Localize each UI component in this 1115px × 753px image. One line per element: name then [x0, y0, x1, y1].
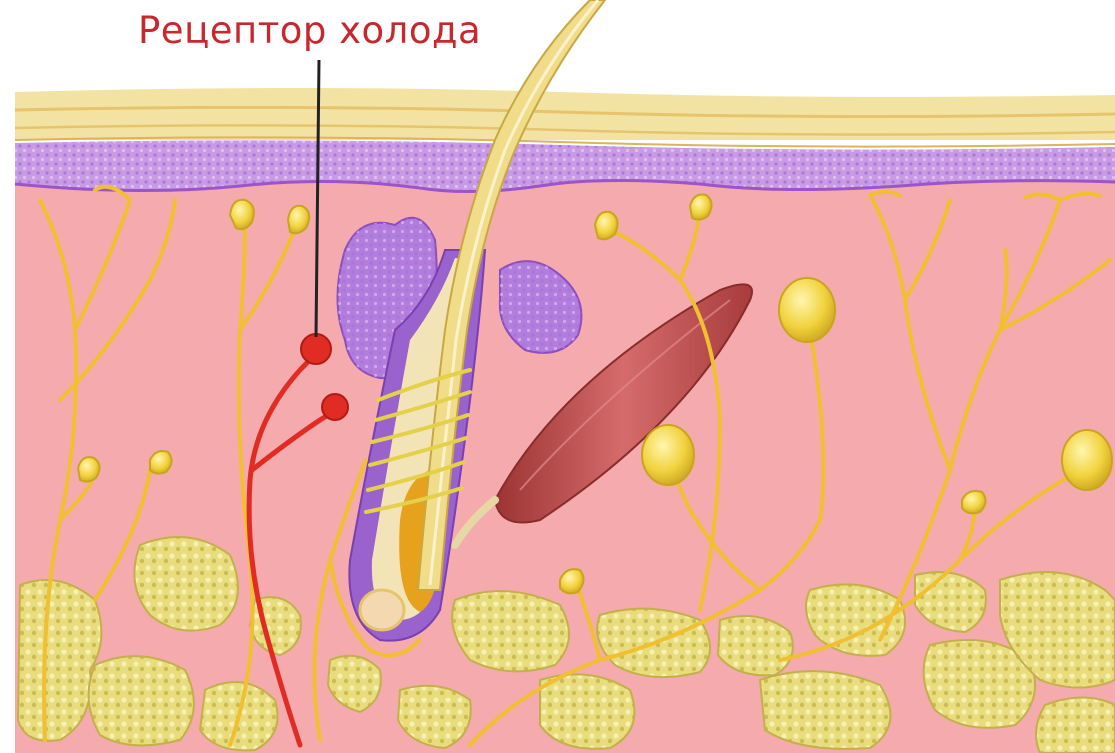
basal-layer — [15, 140, 1115, 191]
epidermis — [15, 88, 1115, 147]
cold-receptor-label: Рецептор холода — [138, 12, 481, 49]
